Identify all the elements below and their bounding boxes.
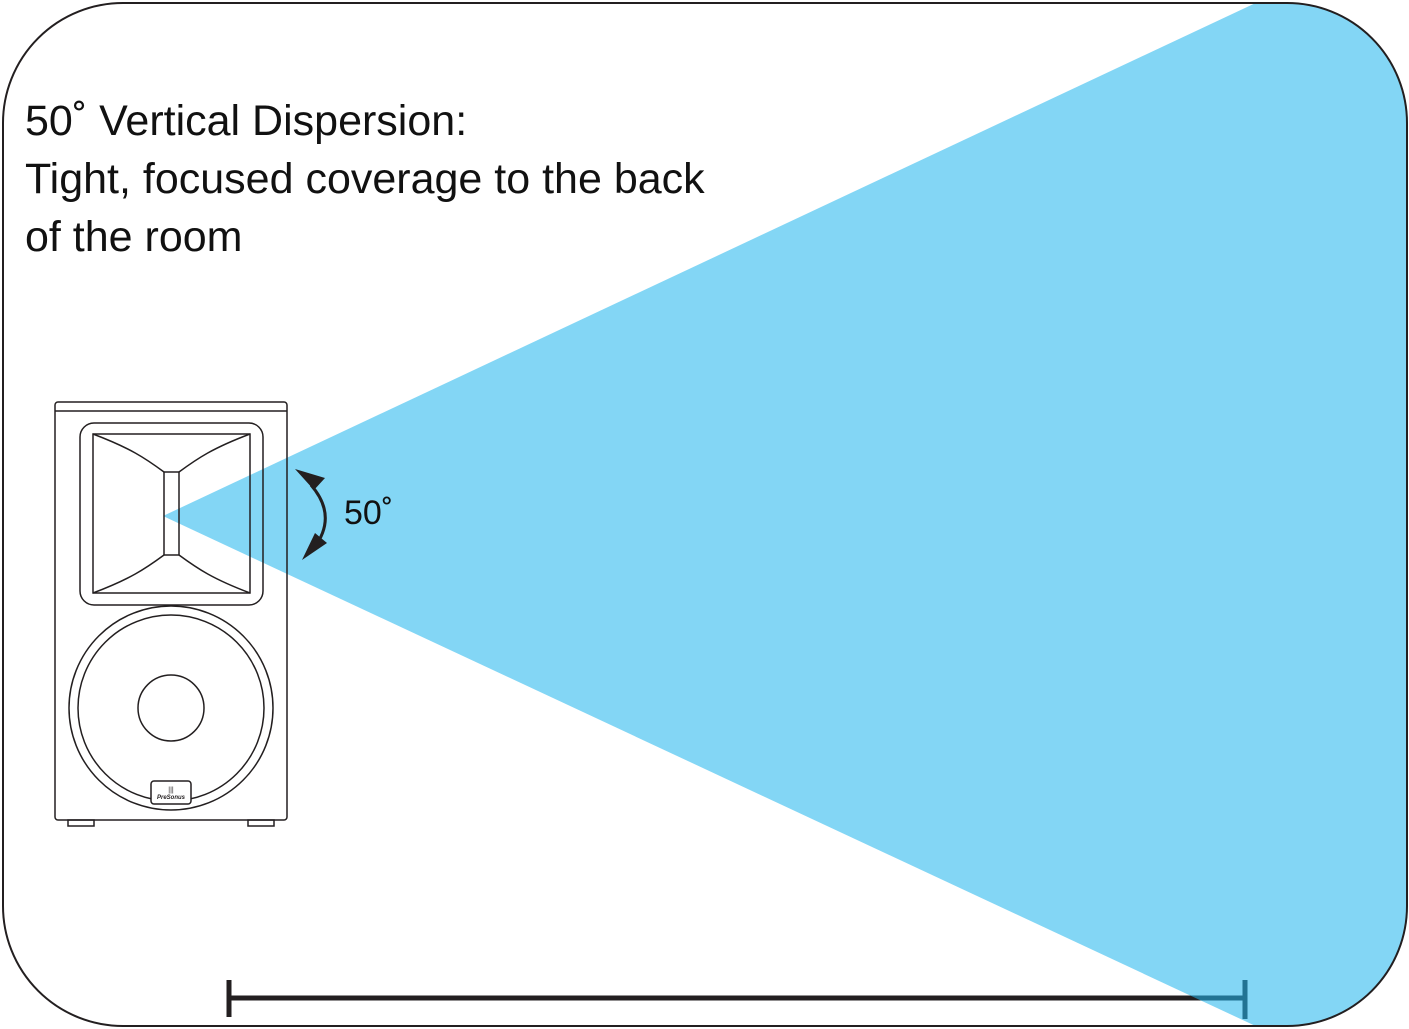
angle-arrow-icon (295, 469, 327, 560)
distance-measure-line (226, 980, 1248, 1019)
caption-line: 50˚ Vertical Dispersion: (25, 97, 468, 145)
brand-badge (150, 780, 192, 805)
caption-line: Tight, focused coverage to the back (25, 155, 705, 203)
woofer-icon (68, 605, 274, 811)
presonus-logo: PreSonus (157, 795, 186, 801)
angle-label: 50˚ (344, 494, 394, 532)
speaker-cabinet: PreSonus ||| (54, 401, 288, 827)
caption-line: of the room (25, 213, 243, 261)
caption: 50˚ Vertical Dispersion: Tight, focused … (25, 92, 705, 266)
horn-icon (79, 422, 264, 606)
dispersion-beam (163, 3, 1407, 1026)
svg-text:|||: ||| (168, 787, 174, 794)
